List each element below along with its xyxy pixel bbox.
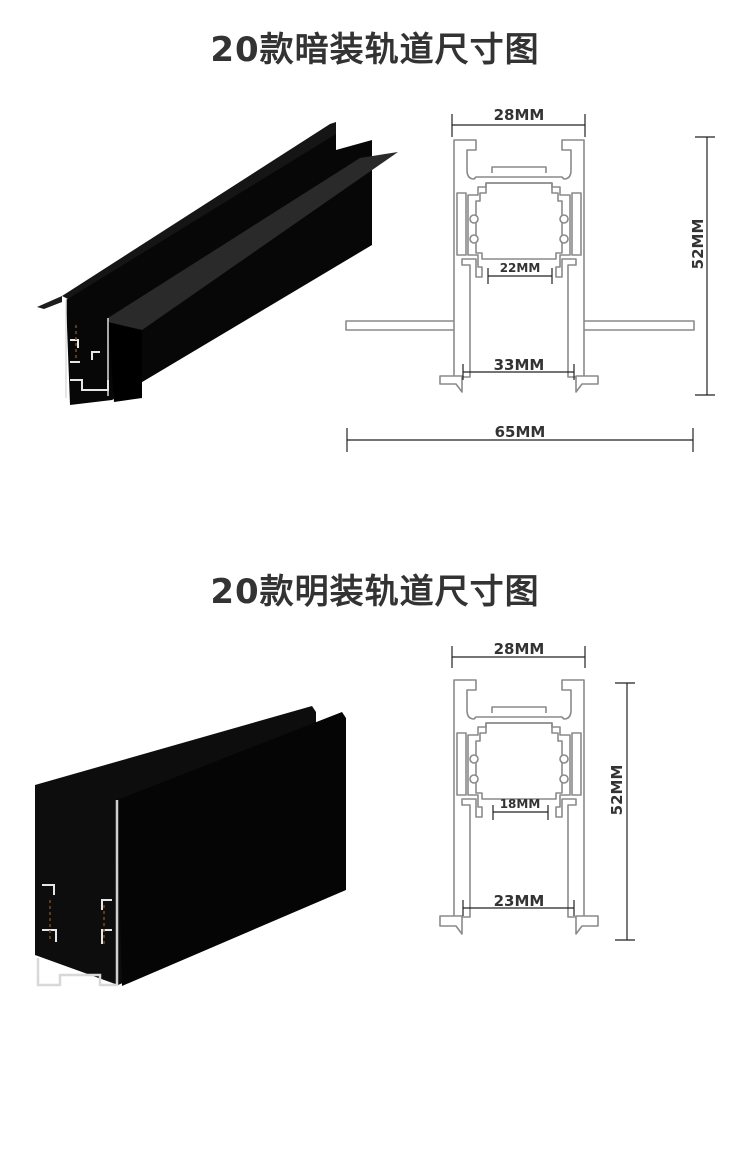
surface-track-profile [439, 679, 599, 935]
surface-track-title: 20款明装轨道尺寸图 [210, 572, 540, 612]
recessed-track-profile [345, 139, 695, 393]
dim-inner-width: 22MM [500, 261, 541, 275]
dim-height: 52MM [608, 765, 626, 816]
recessed-track-3d-render [37, 122, 398, 405]
dim-inner-width: 18MM [500, 797, 541, 811]
dim-top-width: 28MM [494, 106, 545, 124]
recessed-dimensions: 28MM 52MM 22MM 33MM 65MM [346, 106, 715, 452]
surface-dimensions: 28MM 52MM 18MM 23MM [451, 640, 635, 941]
dim-total-width: 65MM [495, 423, 546, 441]
dim-opening: 33MM [494, 356, 545, 374]
dim-height: 52MM [689, 219, 707, 270]
recessed-track-title: 20款暗装轨道尺寸图 [210, 30, 540, 70]
dim-opening: 23MM [494, 892, 545, 910]
dim-top-width: 28MM [494, 640, 545, 658]
surface-track-3d-render [35, 706, 346, 987]
